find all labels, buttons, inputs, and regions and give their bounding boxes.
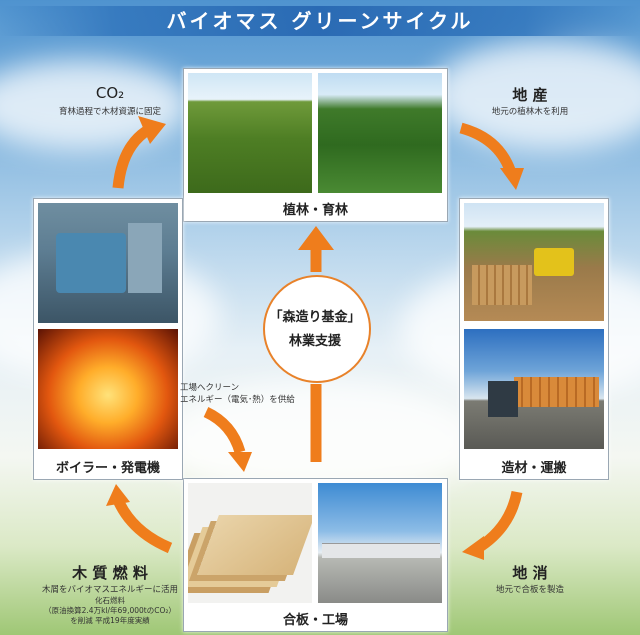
arrowhead-local-consumption	[462, 536, 484, 560]
wood-fuel-label: 木 質 燃 料	[40, 562, 180, 583]
arrowhead-energy-supply	[228, 452, 252, 472]
reduction-year-note: を削減 平成19年度実績	[20, 616, 200, 625]
arrow-co2	[118, 130, 148, 188]
arrow-fuel	[118, 500, 170, 548]
arrowhead-fund	[298, 226, 334, 250]
fund-purpose: 林業支援	[263, 330, 367, 349]
arrowhead-local-production	[500, 168, 524, 190]
co2-reduction-note: （原油換算2.4万kl/年69,000tのCO₂）	[20, 606, 200, 615]
energy-supply-line2: エネルギー（電気･熱）を供給	[180, 394, 320, 406]
forest-fund-circle	[263, 275, 371, 383]
local-production-description: 地元の植林木を利用	[460, 106, 600, 118]
arrow-local-production	[461, 128, 510, 170]
local-consumption-description: 地元で合板を製造	[460, 584, 600, 596]
fossil-fuel-note: 化石燃料	[20, 596, 200, 605]
wood-fuel-description: 木屑をバイオマスエネルギーに活用	[20, 584, 200, 596]
co2-description: 育林過程で木材資源に固定	[30, 106, 190, 118]
local-production-label: 地 産	[480, 84, 580, 105]
fund-name: 「森造り基金」	[263, 306, 367, 325]
arrowhead-fuel	[106, 484, 130, 506]
local-consumption-label: 地 消	[480, 562, 580, 583]
energy-supply-line1: 工場へクリーン	[180, 382, 310, 394]
arrow-energy-supply	[206, 412, 240, 452]
co2-label: CO₂	[60, 84, 160, 102]
